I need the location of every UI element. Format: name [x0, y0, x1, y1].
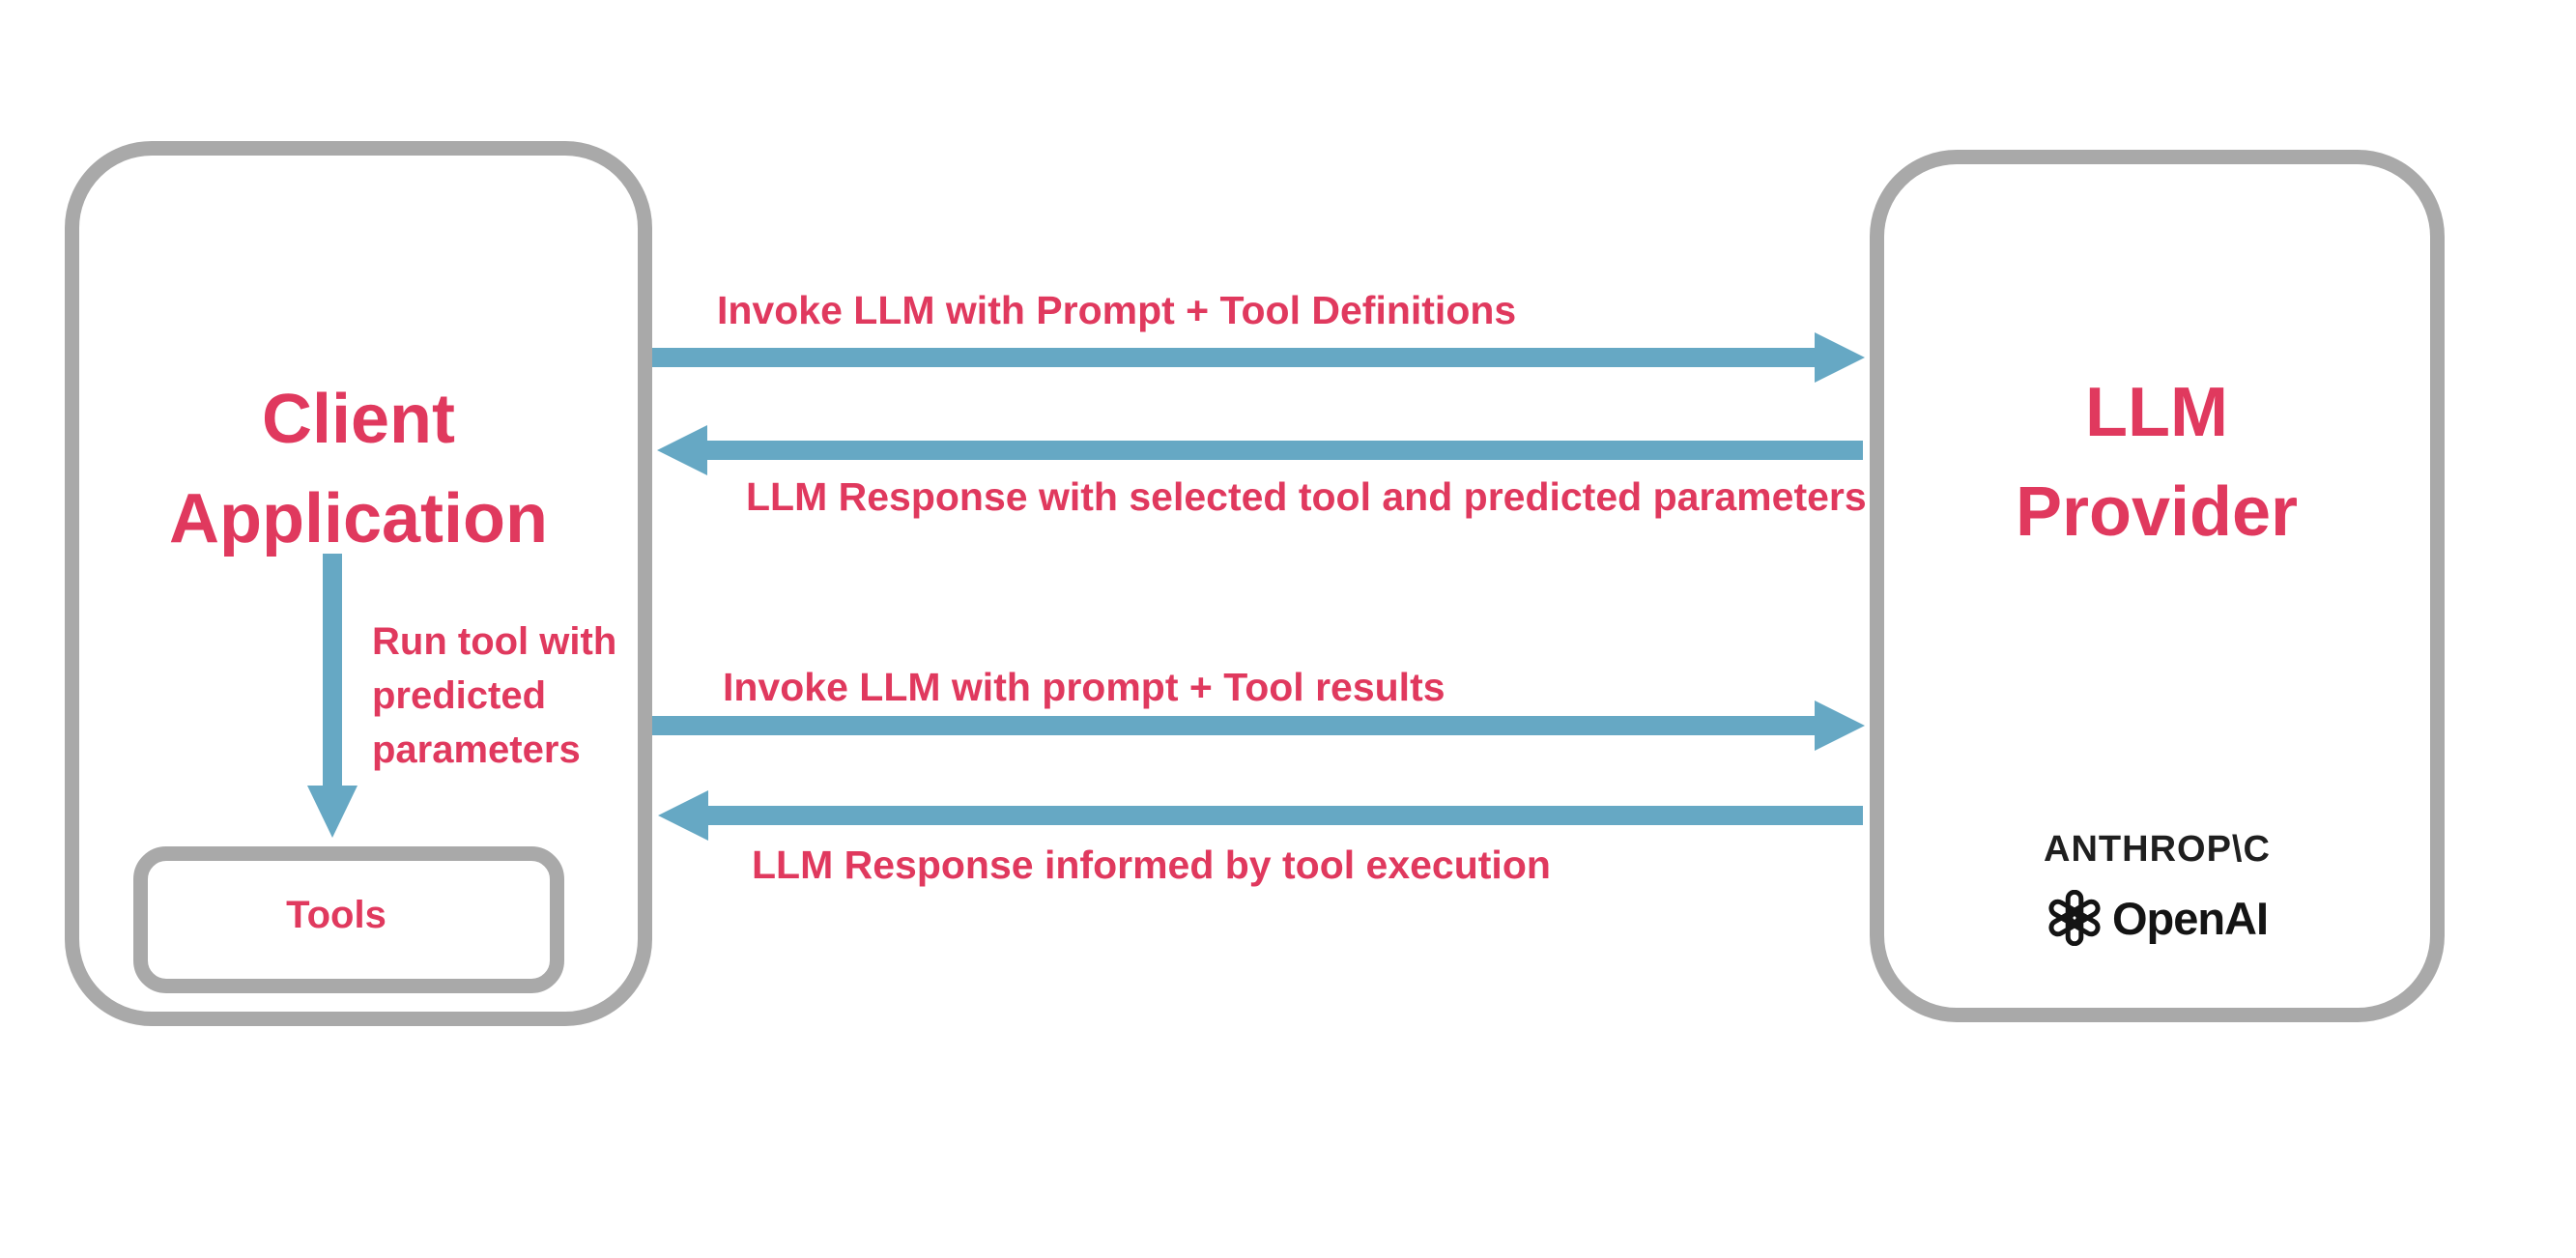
anthropic-logo: ANTHROP\C [2044, 829, 2271, 870]
provider-logos: ANTHROP\C OpenAI [1870, 829, 2445, 951]
arrow-llm-response-tool-execution [658, 790, 1863, 841]
arrow-invoke-llm-definitions [652, 332, 1865, 383]
llm-box-title: LLM Provider [2015, 374, 2299, 551]
llm-provider-box [1870, 150, 2445, 1022]
tools-label: Tools [286, 893, 386, 936]
arrow-label-response-selected-tool: LLM Response with selected tool and pred… [746, 474, 1867, 519]
openai-logo: OpenAI [2046, 890, 2269, 946]
client-application-box: Tools [65, 141, 652, 1026]
arrow-llm-response-selected-tool [657, 425, 1863, 475]
run-tool-label: Run tool with predicted parameters [372, 620, 617, 771]
arrow-label-invoke-tool-results: Invoke LLM with prompt + Tool results [723, 665, 1445, 709]
openai-logo-text: OpenAI [2111, 892, 2269, 944]
arrow-label-response-tool-execution: LLM Response informed by tool execution [752, 843, 1551, 887]
tools-box: Tools [133, 846, 564, 993]
client-box-title: Client Application [169, 381, 548, 558]
openai-logo-icon [2048, 890, 2101, 946]
arrow-label-invoke-definitions: Invoke LLM with Prompt + Tool Definition… [717, 288, 1517, 332]
